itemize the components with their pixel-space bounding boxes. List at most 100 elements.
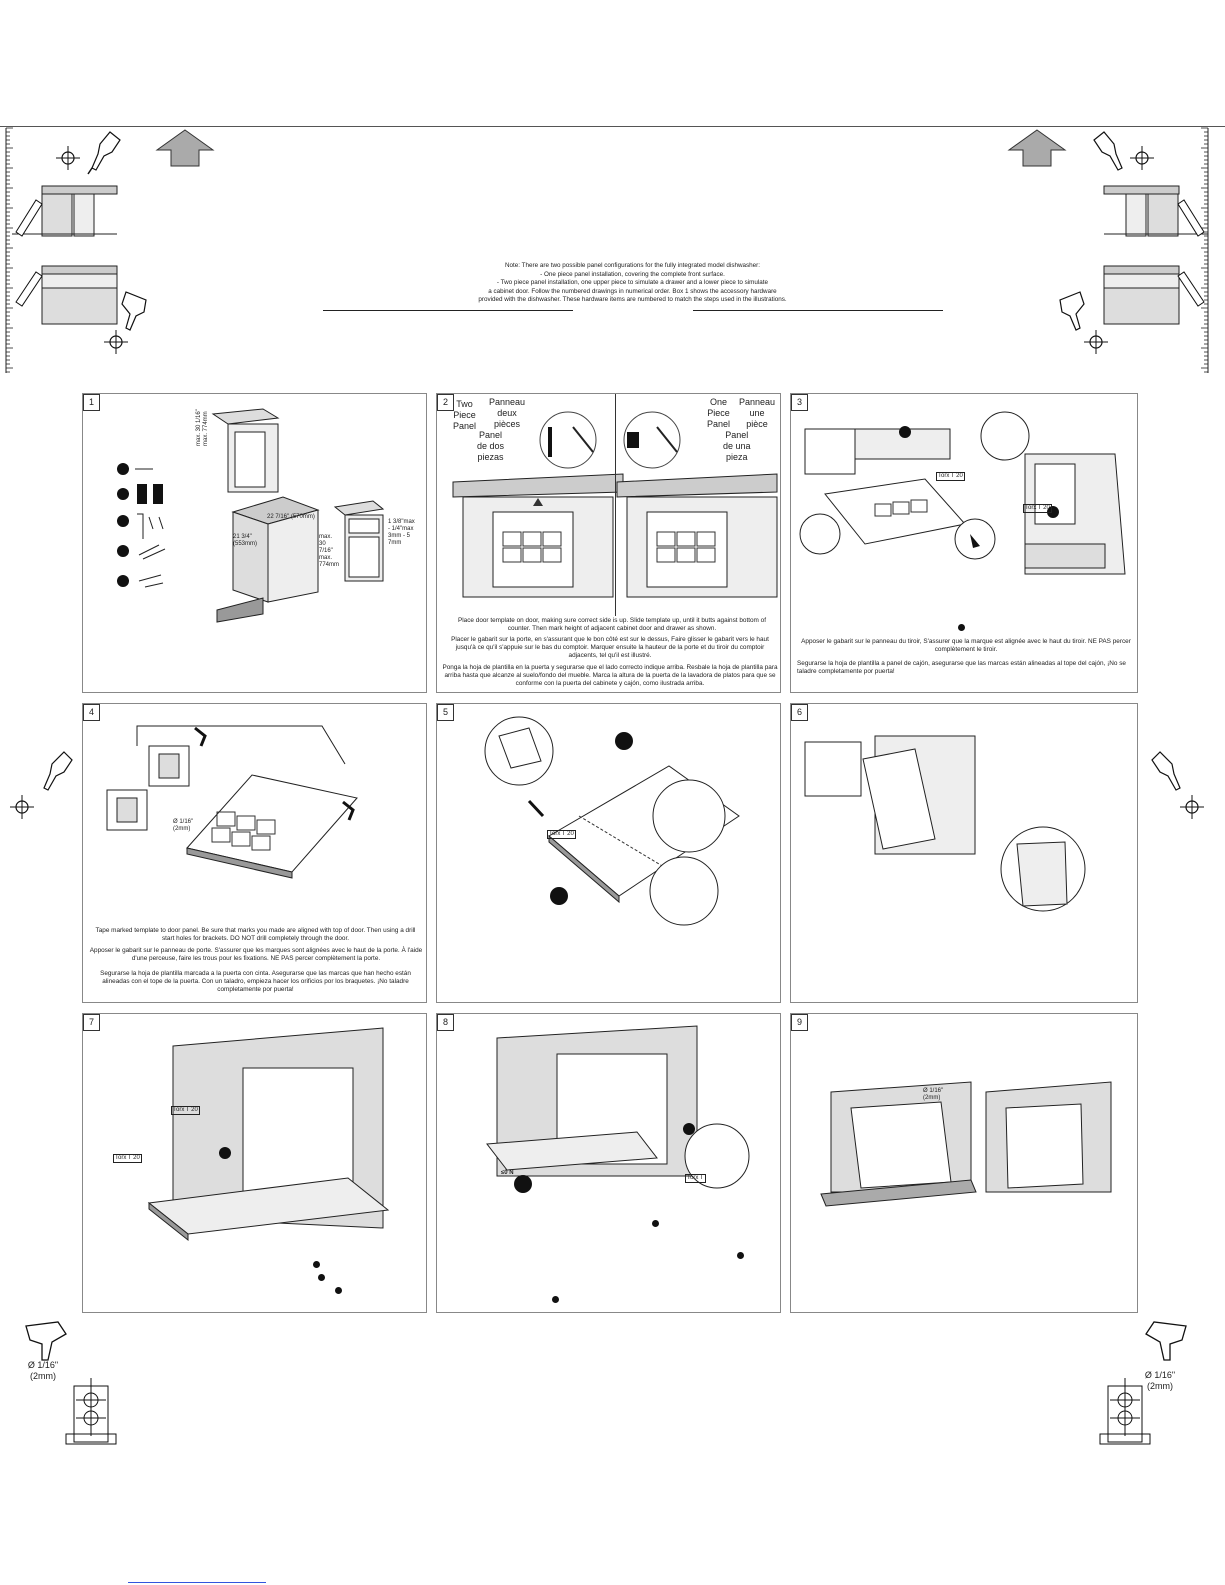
caption-fr: Apposer le gabarit sur le panneau du tir… bbox=[801, 638, 1131, 654]
torx-label: Torx T 20 bbox=[547, 830, 576, 839]
drawer-template-illustration bbox=[799, 411, 1126, 575]
step-number: 9 bbox=[791, 1014, 808, 1031]
step-number: 7 bbox=[83, 1014, 100, 1031]
step-panel-5: 5 Torx T 20 bbox=[436, 703, 781, 1003]
drill-icon bbox=[1151, 751, 1181, 791]
clamp-crosshair-icon bbox=[65, 1378, 117, 1445]
installation-note: Note: There are two possible panel confi… bbox=[320, 262, 945, 316]
caption-en: Place door template on door, making sure… bbox=[458, 617, 766, 633]
kickplate-illustration bbox=[820, 1081, 1112, 1207]
two-piece-label-fr: Panneau deux pièces bbox=[489, 397, 526, 429]
drill-size-label: Ø 1/16" (2mm) bbox=[1130, 1370, 1190, 1392]
side-cabinet-illustration bbox=[333, 500, 385, 582]
caption-es: Segurarse la hoja de plantilla a panel d… bbox=[797, 660, 1126, 676]
torx-label: Torx T 20 bbox=[1023, 504, 1052, 513]
two-piece-template-illustration bbox=[452, 411, 624, 598]
one-piece-label-es: Panel de una pieza bbox=[723, 430, 751, 462]
crosshair-icon bbox=[1180, 795, 1204, 819]
step-bullet bbox=[958, 624, 965, 631]
step-panel-1: 1 max. 30 1/16" max. 774mm 22 7/16" (570… bbox=[82, 393, 427, 693]
force-label: ≤0 N bbox=[501, 1170, 514, 1176]
torx-label: Torx T 20 bbox=[113, 1154, 142, 1163]
torx-label: Torx T 20 bbox=[936, 472, 965, 481]
note-line: Note: There are two possible panel confi… bbox=[504, 262, 761, 269]
door-attach-illustration bbox=[147, 1027, 390, 1242]
step-number: 3 bbox=[791, 394, 808, 411]
bottom-link-underline bbox=[128, 1582, 266, 1583]
cabinet-mark-icon bbox=[1103, 265, 1205, 325]
header-rule bbox=[0, 126, 1225, 127]
step-panel-8: 8 ≤0 N Torx T bbox=[436, 1013, 781, 1313]
step-bullet bbox=[552, 1296, 559, 1303]
crosshair-icon bbox=[56, 146, 80, 170]
cabinet-mark-icon bbox=[12, 185, 118, 237]
step-panel-9: 9 Ø 1/16" (2mm) bbox=[790, 1013, 1138, 1313]
drill-size-label: Ø 1/16" (2mm) bbox=[173, 819, 194, 832]
step-number: 2 bbox=[437, 394, 454, 411]
one-piece-label-fr: Panneau une pièce bbox=[739, 397, 776, 429]
drill-size-text: Ø 1/16" bbox=[1144, 1370, 1176, 1380]
step-number: 8 bbox=[437, 1014, 454, 1031]
hardware-kit-illustration bbox=[117, 463, 166, 588]
step-panel-4: 4 Ø 1/16" (2mm) Tape marked template to … bbox=[82, 703, 427, 1003]
drill-icon bbox=[1093, 131, 1123, 171]
crosshair-icon bbox=[104, 330, 128, 354]
step-number: 5 bbox=[437, 704, 454, 721]
step-bullet bbox=[652, 1220, 659, 1227]
bracket-mount-illustration bbox=[484, 716, 740, 926]
left-ruler bbox=[5, 127, 13, 373]
arrow-up-icon bbox=[1007, 129, 1067, 167]
drill-size-text: Ø 1/16" bbox=[27, 1360, 59, 1370]
drill-icon bbox=[43, 751, 73, 791]
right-ruler bbox=[1201, 127, 1209, 373]
note-line: - Two piece panel installation, one uppe… bbox=[496, 279, 769, 287]
two-piece-label-en: Two Piece Panel bbox=[453, 399, 477, 431]
drill-icon bbox=[121, 291, 147, 331]
two-piece-label-es: Panel de dos piezas bbox=[477, 430, 505, 462]
step-number: 1 bbox=[83, 394, 100, 411]
door-adjust-illustration bbox=[486, 1025, 750, 1193]
crosshair-icon bbox=[1130, 146, 1154, 170]
step-bullet bbox=[313, 1261, 320, 1268]
caption-fr: Apposer le gabarit sur le panneau de por… bbox=[89, 947, 423, 963]
drill-icon bbox=[1145, 1321, 1187, 1361]
crosshair-icon bbox=[10, 795, 34, 819]
step-number: 6 bbox=[791, 704, 808, 721]
step-panel-3: 3 Torx T 20 Torx T 20 Apposer le gabarit… bbox=[790, 393, 1138, 693]
caption-es: Segurarse la hoja de plantilla marcada a… bbox=[100, 970, 411, 994]
dishwasher-dimension-illustration bbox=[216, 496, 320, 623]
step-panel-6: 6 bbox=[790, 703, 1138, 1003]
cabinet-illustration bbox=[211, 408, 280, 493]
note-line: - One piece panel installation, covering… bbox=[540, 270, 725, 278]
torx-label: Torx T bbox=[685, 1174, 706, 1183]
drill-mm-text: (2mm) bbox=[1147, 1381, 1173, 1391]
arrow-up-icon bbox=[155, 129, 215, 167]
note-line: a cabinet door. Follow the numbered draw… bbox=[488, 287, 777, 295]
dim-cabinet-label: max. 30 1/16" max. 774mm bbox=[196, 409, 209, 446]
caption-es: Ponga la hoja de plantilla en la puerta … bbox=[442, 664, 778, 688]
drill-icon bbox=[25, 1321, 67, 1361]
drill-icon bbox=[87, 131, 121, 175]
drill-size-label: Ø 1/16" (2mm) bbox=[923, 1088, 944, 1101]
dim-depth-label: 21 3/4" (553mm) bbox=[233, 534, 258, 547]
note-line: provided with the dishwasher. These hard… bbox=[478, 296, 787, 304]
crosshair-icon bbox=[1084, 330, 1108, 354]
caption-en: Tape marked template to door panel. Be s… bbox=[95, 927, 416, 943]
step-bullet bbox=[318, 1274, 325, 1281]
dim-width-label: 22 7/16" (570mm) bbox=[267, 514, 315, 520]
drill-mm-text: (2mm) bbox=[30, 1371, 56, 1381]
drill-size-label: Ø 1/16" (2mm) bbox=[18, 1360, 68, 1382]
door-hang-illustration bbox=[804, 735, 1086, 912]
dim-total-label: max. 30 7/16" max. 774mm bbox=[319, 534, 340, 568]
caption-fr: Placer le gabarit sur la porte, en s'ass… bbox=[451, 636, 769, 660]
step-bullet bbox=[335, 1287, 342, 1294]
one-piece-template-illustration bbox=[616, 411, 778, 598]
panel-divider bbox=[615, 394, 616, 616]
cabinet-mark-icon bbox=[15, 265, 118, 325]
step-bullet bbox=[737, 1252, 744, 1259]
clamp-crosshair-icon bbox=[1099, 1378, 1151, 1445]
step-panel-2: 2 Two Piece Panel Panneau deux pièces Pa… bbox=[436, 393, 781, 693]
drill-icon bbox=[1059, 291, 1085, 331]
dim-toe-label: 1 3/8"max - 1/4"max 3mm - 5 7mm bbox=[388, 519, 415, 546]
step-panel-7: 7 Torx T 20 Torx T 20 bbox=[82, 1013, 427, 1313]
